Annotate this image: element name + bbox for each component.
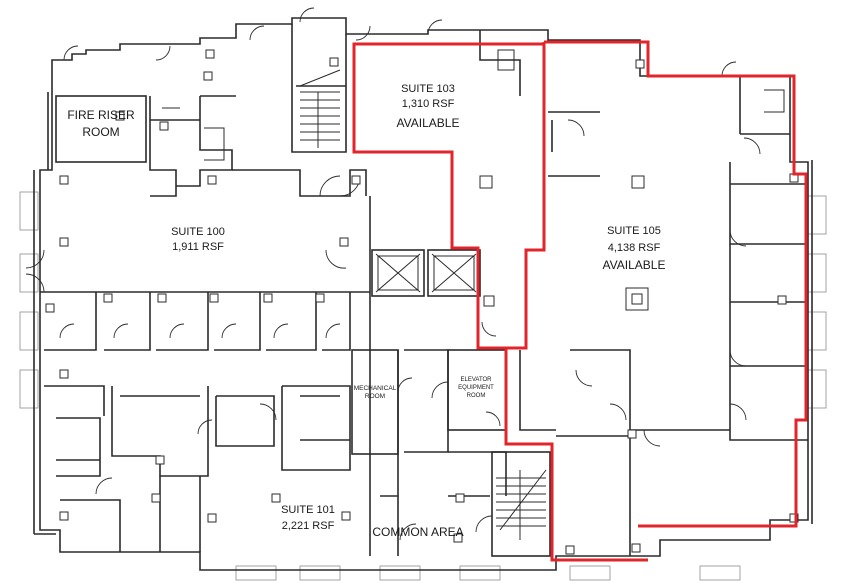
- suite-100-name: SUITE 100: [171, 226, 225, 238]
- suite-101-area: 2,221 RSF: [282, 520, 335, 532]
- fire-riser-label-line1: FIRE RISER: [67, 108, 135, 122]
- suite-103-status: AVAILABLE: [397, 116, 460, 130]
- suite-103-area: 1,310 RSF: [402, 98, 455, 110]
- interior-walls: [40, 24, 808, 557]
- door-swings: [25, 7, 761, 541]
- elevator-equipment-line2: EQUIPMENT: [458, 385, 494, 391]
- available-suites-outline: [352, 40, 808, 562]
- mechanical-room-line1: MECHANICAL: [354, 385, 397, 392]
- suite-103-name: SUITE 103: [401, 83, 455, 95]
- suite-105-outline: [504, 40, 808, 562]
- common-area-label: COMMON AREA: [372, 525, 463, 539]
- elevator-equipment-line1: ELEVATOR: [460, 377, 492, 383]
- room-labels: FIRE RISER ROOM SUITE 100 1,911 RSF SUIT…: [67, 83, 665, 539]
- elevator-equipment-line3: ROOM: [467, 393, 486, 399]
- exterior-walls: [33, 17, 813, 571]
- suite-105-name: SUITE 105: [607, 225, 661, 237]
- suite-100-area: 1,911 RSF: [172, 241, 224, 253]
- suite-105-area: 4,138 RSF: [608, 242, 661, 254]
- suite-101-name: SUITE 101: [281, 504, 335, 516]
- structural-columns: [45, 49, 799, 555]
- mechanical-room-line2: ROOM: [365, 393, 385, 400]
- fire-riser-label-line2: ROOM: [82, 125, 119, 139]
- suite-105-status: AVAILABLE: [603, 258, 666, 272]
